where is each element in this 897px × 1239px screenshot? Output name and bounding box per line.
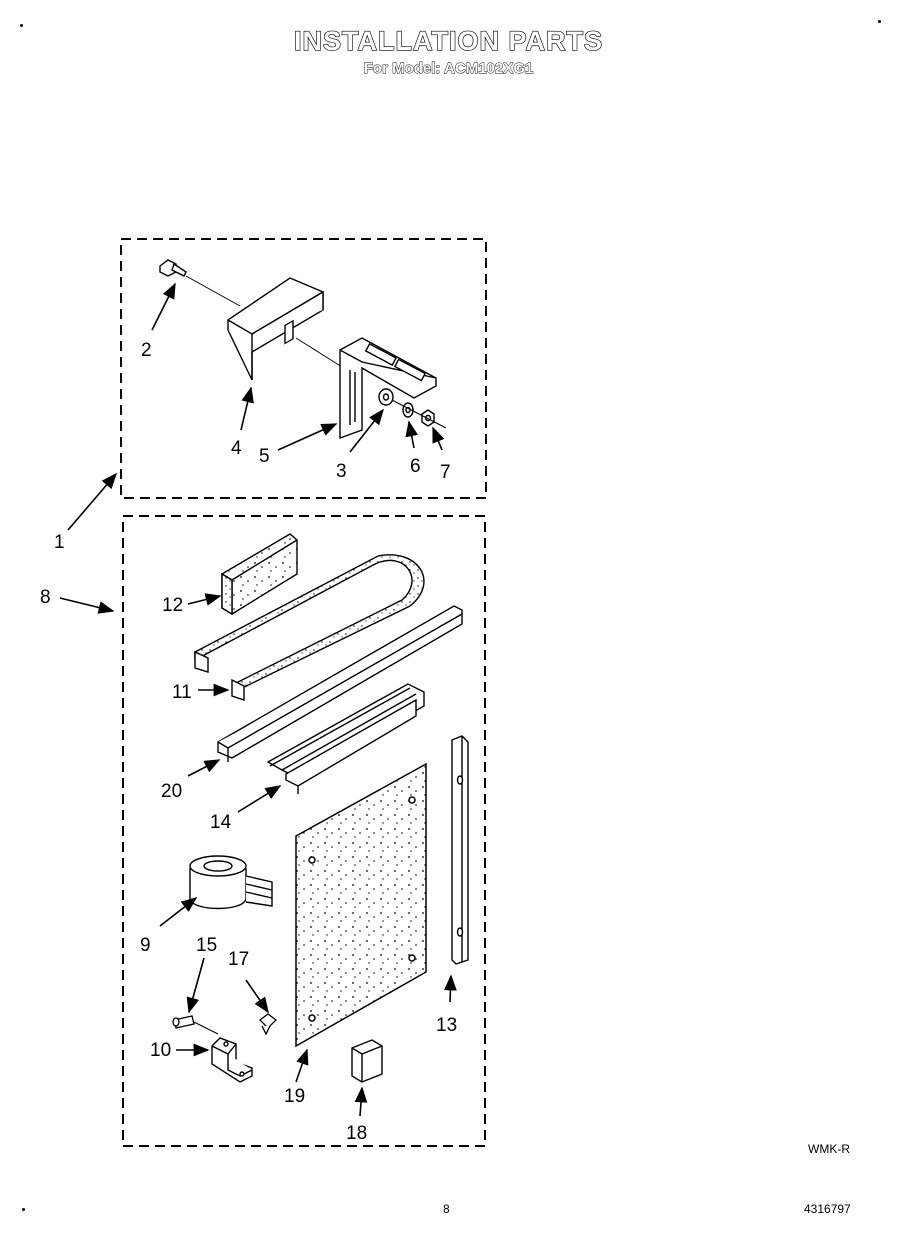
screw-part-15 bbox=[172, 1015, 195, 1029]
callout-5: 5 bbox=[259, 446, 270, 467]
side-channel-part-13 bbox=[451, 735, 469, 965]
hardware-kit-box bbox=[120, 238, 487, 499]
callout-11: 11 bbox=[172, 682, 192, 703]
callout-3: 3 bbox=[336, 461, 347, 482]
window-kit-box bbox=[122, 515, 486, 1147]
screw-part-17 bbox=[259, 1013, 277, 1036]
washer-part-3 bbox=[378, 388, 394, 406]
callout-19: 19 bbox=[284, 1086, 305, 1107]
callout-arrows bbox=[59, 282, 457, 1117]
callout-6: 6 bbox=[410, 456, 421, 477]
callout-13: 13 bbox=[436, 1015, 457, 1036]
part-number: 4316797 bbox=[804, 1202, 851, 1216]
corner-mark bbox=[878, 20, 881, 23]
panel-part-19 bbox=[295, 762, 427, 1048]
callout-20: 20 bbox=[161, 781, 182, 802]
callout-18: 18 bbox=[346, 1123, 367, 1144]
page-number: 8 bbox=[443, 1202, 450, 1216]
callout-15: 15 bbox=[196, 935, 217, 956]
callout-14: 14 bbox=[210, 812, 232, 833]
track-part-14 bbox=[266, 683, 425, 794]
foam-seal-part-11 bbox=[194, 554, 425, 701]
callout-9: 9 bbox=[140, 935, 151, 956]
screw-part-2 bbox=[159, 259, 187, 277]
bracket-part-10 bbox=[211, 1037, 253, 1083]
block-part-18 bbox=[351, 1039, 383, 1083]
foam-block-part-12 bbox=[221, 533, 298, 616]
nut-part-7 bbox=[421, 409, 435, 427]
callout-12: 12 bbox=[162, 595, 183, 616]
callout-1: 1 bbox=[54, 532, 65, 553]
diagram-code: WMK-R bbox=[808, 1142, 850, 1156]
lockwasher-part-6 bbox=[402, 402, 414, 418]
callout-10: 10 bbox=[150, 1040, 171, 1061]
corner-mark bbox=[20, 24, 23, 27]
corner-mark bbox=[22, 1208, 25, 1211]
tape-part-9 bbox=[189, 855, 273, 910]
channel-part-20 bbox=[217, 605, 463, 762]
bracket-part-5 bbox=[339, 337, 437, 439]
callout-17: 17 bbox=[228, 949, 249, 970]
callout-4: 4 bbox=[231, 438, 242, 459]
cover-part-4 bbox=[227, 277, 324, 381]
callout-7: 7 bbox=[440, 462, 451, 483]
callout-2: 2 bbox=[141, 340, 152, 361]
callout-8: 8 bbox=[40, 587, 51, 608]
model-subtitle: For Model: ACM102XG1 bbox=[363, 60, 534, 78]
page-title: INSTALLATION PARTS bbox=[293, 25, 603, 56]
